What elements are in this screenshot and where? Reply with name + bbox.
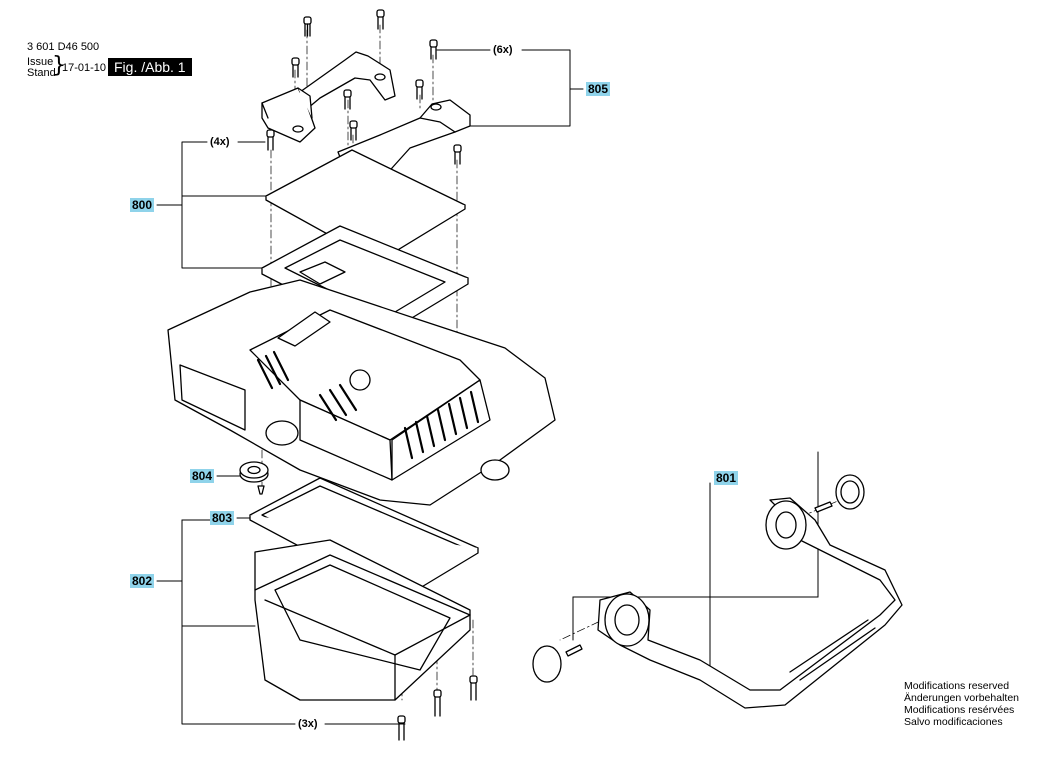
stand-label: Stand xyxy=(27,67,56,79)
screw-icon xyxy=(415,79,424,100)
note-line: Änderungen vorbehalten xyxy=(904,692,1020,704)
figure-label: Fig. /Abb. 1 xyxy=(108,58,192,76)
note-line: Salvo modificaciones xyxy=(904,716,1003,728)
main-housing xyxy=(167,279,556,506)
screw-icon xyxy=(349,120,358,141)
callout-802[interactable]: 802 xyxy=(130,574,155,588)
screw-icon xyxy=(376,9,385,30)
note-line: Modifications reserved xyxy=(904,680,1010,692)
callout-801[interactable]: 801 xyxy=(714,471,739,485)
callout-804[interactable]: 804 xyxy=(190,469,215,483)
modification-notes: Modifications reserved Änderungen vorbeh… xyxy=(904,680,1019,728)
screw-icon xyxy=(303,16,312,37)
tray-part-802 xyxy=(254,539,471,701)
screw-icon xyxy=(266,129,275,151)
screw-icon xyxy=(469,675,478,701)
screw-icon xyxy=(429,39,438,60)
knob-part-804 xyxy=(239,461,269,495)
screw-icon xyxy=(453,144,462,165)
screw-icon-group xyxy=(397,675,478,741)
quantity-label-3x: (3x) xyxy=(298,718,318,730)
document-number: 3 601 D46 500 xyxy=(27,41,100,53)
cooling-fins xyxy=(256,350,480,460)
screw-icon xyxy=(397,715,406,741)
callout-803[interactable]: 803 xyxy=(210,511,235,525)
screw-icon xyxy=(291,57,300,78)
callout-800[interactable]: 800 xyxy=(130,198,155,212)
quantity-label-6x: (6x) xyxy=(493,44,513,56)
note-line: Modifications resérvées xyxy=(904,704,1015,716)
screw-icon xyxy=(433,689,442,717)
callout-805[interactable]: 805 xyxy=(586,82,611,96)
brace-icon: } xyxy=(52,53,66,78)
handle-part-801 xyxy=(532,474,903,709)
leader-lines xyxy=(156,49,819,725)
issue-date: 17-01-10 xyxy=(62,62,107,74)
issue-label: Issue xyxy=(27,56,54,68)
screw-icon xyxy=(343,89,352,110)
quantity-label-4x: (4x) xyxy=(210,136,230,148)
